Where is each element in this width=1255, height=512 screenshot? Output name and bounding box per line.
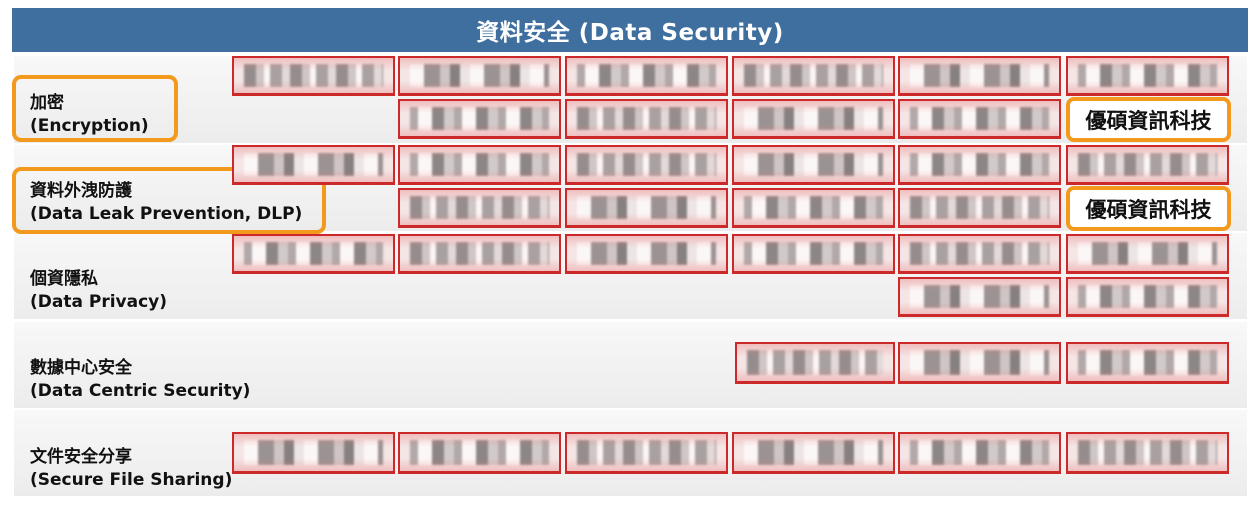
vendor-logo [898, 277, 1061, 317]
vendor-logo [732, 99, 895, 139]
category-file-sharing: 文件安全分享 (Secure File Sharing) [30, 446, 232, 492]
category-privacy: 個資隱私 (Data Privacy) [30, 268, 167, 314]
category-zh: 文件安全分享 [30, 447, 132, 467]
vendor-logo [565, 99, 728, 139]
category-en: (Data Privacy) [30, 292, 168, 312]
vendor-logo [898, 56, 1061, 96]
vendor-logo [735, 342, 895, 384]
brand-logo: 優碩資訊科技 [1066, 97, 1231, 142]
category-en: (Data Leak Prevention, DLP) [30, 204, 303, 224]
vendor-logo [732, 56, 895, 96]
vendor-logo [565, 432, 728, 474]
vendor-logo [232, 432, 395, 474]
vendor-logo [732, 188, 895, 228]
vendor-logo [1066, 432, 1229, 474]
vendor-logo [232, 56, 395, 96]
vendor-logo [1066, 145, 1229, 185]
vendor-logo [398, 145, 561, 185]
category-zh: 數據中心安全 [30, 358, 132, 378]
vendor-logo [1066, 56, 1229, 96]
vendor-logo [565, 145, 728, 185]
vendor-logo [232, 145, 395, 185]
category-zh: 資料外洩防護 [30, 181, 132, 201]
vendor-logo [1066, 234, 1229, 274]
vendor-logo [732, 234, 895, 274]
vendor-logo [565, 188, 728, 228]
vendor-logo [898, 145, 1061, 185]
vendor-logo [1066, 277, 1229, 317]
vendor-logo [732, 145, 895, 185]
vendor-logo [398, 234, 561, 274]
vendor-logo [1066, 342, 1229, 384]
category-en: (Data Centric Security) [30, 381, 251, 401]
category-dlp: 資料外洩防護 (Data Leak Prevention, DLP) [30, 180, 302, 226]
vendor-logo [565, 56, 728, 96]
vendor-logo [898, 432, 1061, 474]
brand-logo: 優碩資訊科技 [1066, 186, 1231, 231]
category-en: (Secure File Sharing) [30, 470, 233, 490]
category-zh: 加密 [30, 93, 64, 113]
vendor-logo [398, 432, 561, 474]
vendor-logo [898, 234, 1061, 274]
vendor-logo [398, 99, 561, 139]
vendor-logo [398, 56, 561, 96]
vendor-logo [398, 188, 561, 228]
category-zh: 個資隱私 [30, 269, 98, 289]
category-en: (Encryption) [30, 116, 149, 136]
vendor-logo [898, 188, 1061, 228]
diagram-title: 資料安全 (Data Security) [12, 8, 1248, 52]
vendor-logo [732, 432, 895, 474]
vendor-logo [898, 99, 1061, 139]
vendor-logo [565, 234, 728, 274]
vendor-logo [232, 234, 395, 274]
category-encryption: 加密 (Encryption) [30, 92, 149, 138]
vendor-logo [898, 342, 1061, 384]
category-data-centric: 數據中心安全 (Data Centric Security) [30, 357, 250, 403]
